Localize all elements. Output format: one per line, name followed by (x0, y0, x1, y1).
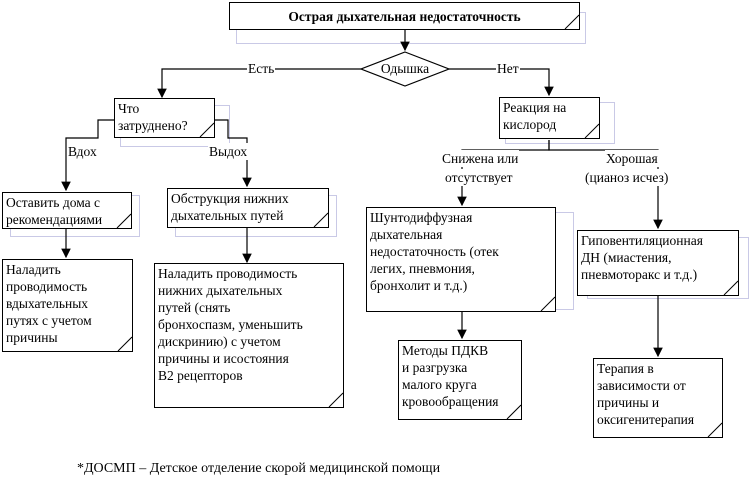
inhale-box-line-2: рекомендациями (6, 212, 103, 227)
left-question-line-1: Что (118, 101, 140, 116)
good-box-line-2: ДН (миастения, (581, 250, 672, 265)
corner-mark (540, 296, 555, 311)
right-question-line-2: кислород (503, 117, 557, 132)
reduced-box-line-3: недостаточность (отек (370, 244, 499, 259)
inhale-action-line-4: путях с учетом (6, 313, 92, 328)
reduced-action-line-1: Методы ПДКВ (402, 343, 489, 358)
exhale-action-line-1: Наладить проводимость (158, 266, 298, 281)
reduced-action-line-3: малого круга (402, 377, 477, 392)
reduced-box: Шунтодиффузная дыхательная недостаточнос… (366, 207, 556, 312)
good-action-line-3: причины и (597, 395, 660, 410)
left-question-box: Что затруднено? (114, 98, 215, 138)
corner-mark (584, 123, 599, 138)
reduced-action-line-2: и разгрузка (402, 360, 468, 375)
inhale-action-line-5: причины (6, 330, 58, 345)
corner-mark (117, 336, 132, 351)
decision-dyspnea: Одышка (380, 61, 430, 76)
exhale-action-line-2: нижних дыхательных (158, 283, 283, 298)
exhale-box: Обструкция нижних дыхательных путей (167, 188, 329, 228)
exhale-label: Выдох (208, 143, 249, 160)
reduced-box-line-1: Шунтодиффузная (370, 210, 473, 225)
no-label: Нет (496, 60, 520, 77)
good-label-1: Хорошая (605, 150, 659, 167)
exhale-box-line-1: Обструкция нижних (171, 191, 289, 206)
inhale-box: Оставить дома с рекомендациями (2, 192, 132, 229)
good-box: Гиповентиляционная ДН (миастения, пневмо… (577, 230, 739, 296)
exhale-action-box: Наладить проводимость нижних дыхательных… (154, 263, 344, 408)
corner-mark (723, 280, 738, 295)
right-question-box: Реакция на кислород (499, 97, 600, 139)
good-box-line-3: пневмоторакс и т.д.) (581, 267, 698, 282)
title-text: Острая дыхательная недостаточность (288, 9, 521, 24)
inhale-label: Вдох (67, 143, 98, 160)
title-box: Острая дыхательная недостаточность (229, 2, 580, 30)
good-action-line-1: Терапия в (597, 361, 654, 376)
exhale-action-line-7: В2 рецепторов (158, 368, 243, 383)
inhale-action-line-2: проводимость (6, 279, 88, 294)
exhale-action-line-4: бронхоспазм, уменьшить (158, 317, 303, 332)
reduced-box-line-5: бронхолит и т.д.) (370, 278, 468, 293)
corner-mark (116, 213, 131, 228)
corner-mark (707, 422, 722, 437)
corner-mark (313, 212, 328, 227)
right-question-line-1: Реакция на (503, 100, 567, 115)
corner-mark (564, 14, 579, 29)
good-action-line-2: зависимости от (597, 378, 686, 393)
yes-label: Есть (247, 60, 276, 77)
good-action-box: Терапия в зависимости от причины и оксиг… (593, 358, 723, 438)
reduced-label-2: отсутствует (444, 169, 514, 186)
exhale-action-line-6: причины и исостояния (158, 351, 289, 366)
reduced-box-line-4: легих, пневмония, (370, 261, 475, 276)
corner-mark (328, 392, 343, 407)
inhale-action-line-1: Наладить (6, 262, 61, 277)
reduced-action-box: Методы ПДКВ и разгрузка малого круга кро… (398, 340, 522, 420)
inhale-box-line-1: Оставить дома с (6, 195, 100, 210)
exhale-action-line-3: путей (снять (158, 300, 231, 315)
inhale-action-box: Наладить проводимость вдыхательных путях… (2, 259, 133, 352)
good-label-2: (цианоз исчез) (584, 169, 670, 186)
good-box-line-1: Гиповентиляционная (581, 233, 703, 248)
exhale-action-line-5: дискринию) с учетом (158, 334, 281, 349)
reduced-label-1: Снижена или (441, 150, 520, 167)
corner-mark (199, 122, 214, 137)
exhale-box-line-2: дыхательных путей (171, 208, 284, 223)
reduced-action-line-4: кровообращения (402, 394, 499, 409)
inhale-action-line-3: вдыхательных (6, 296, 89, 311)
left-question-line-2: затруднено? (118, 118, 188, 133)
footnote: *ДОСМП – Детское отделение скорой медици… (76, 460, 442, 477)
good-action-line-4: оксигенитерапия (597, 412, 695, 427)
reduced-box-line-2: дыхательная (370, 227, 443, 242)
corner-mark (506, 404, 521, 419)
